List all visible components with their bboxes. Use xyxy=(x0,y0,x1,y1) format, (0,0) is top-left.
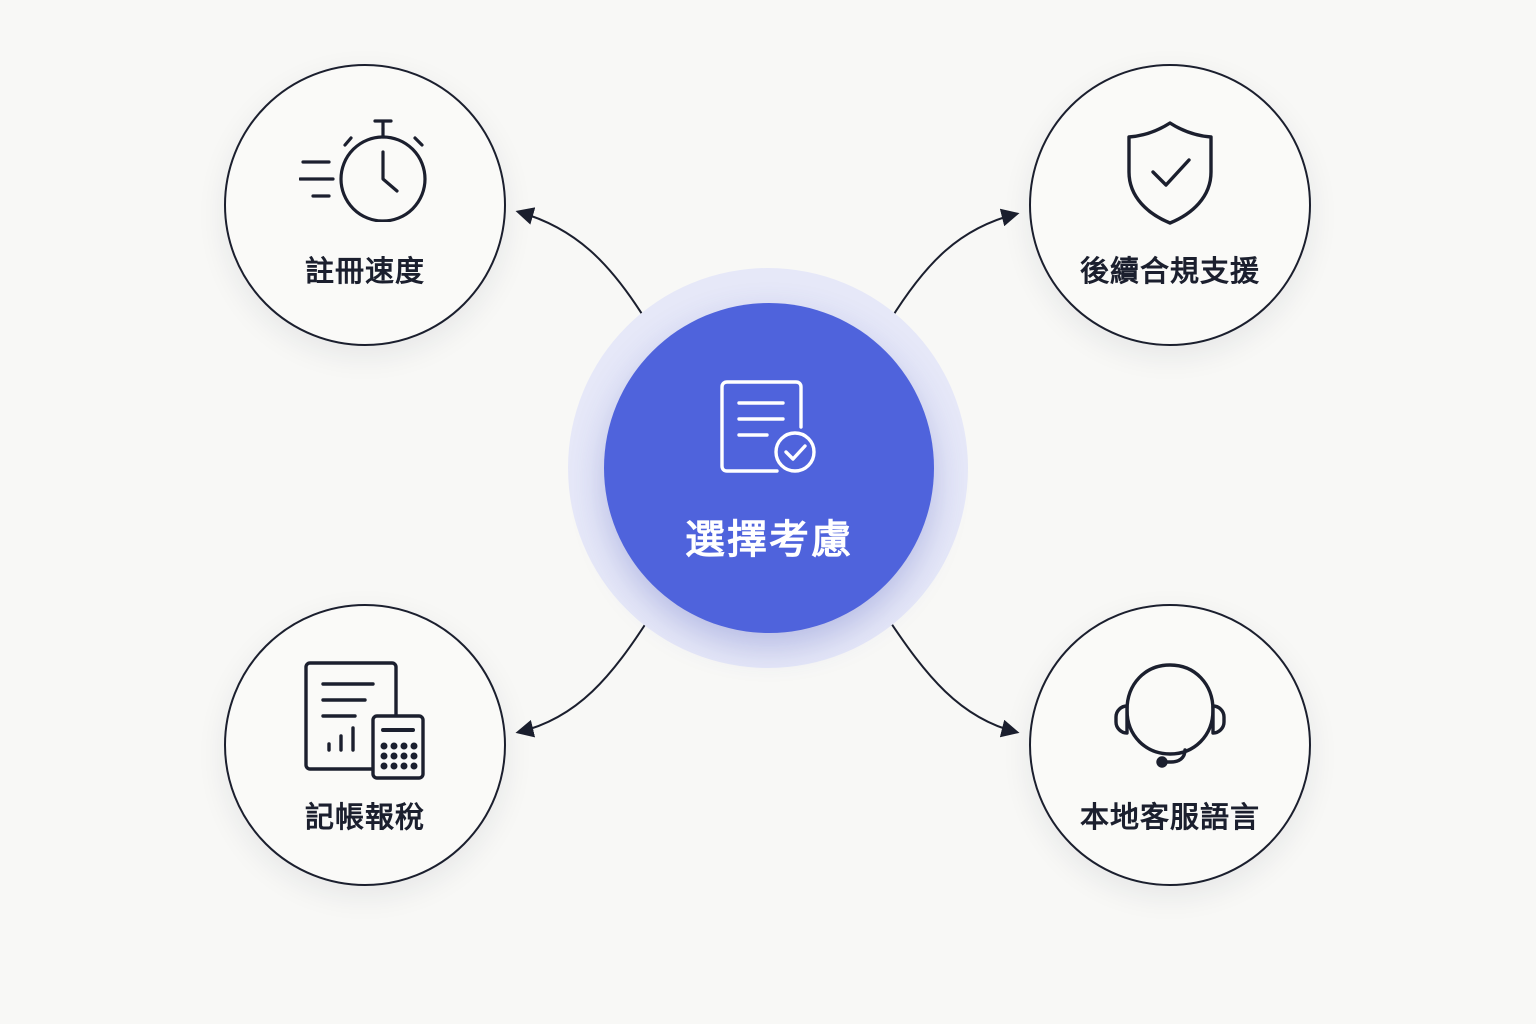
node-label: 記帳報稅 xyxy=(304,800,425,834)
node-registration-speed: 註冊速度 xyxy=(224,64,506,346)
report-calculator-icon xyxy=(303,660,427,784)
headset-icon xyxy=(1113,660,1227,776)
arrow-to-compliance-support xyxy=(888,208,1020,323)
arrow-to-registration-speed xyxy=(515,207,648,323)
node-bookkeeping-tax: 記帳報稅 xyxy=(224,604,506,886)
node-label: 後續合規支援 xyxy=(1079,254,1260,288)
arrow-to-local-service-language xyxy=(886,616,1020,738)
arrow-to-bookkeeping-tax xyxy=(515,616,651,738)
node-compliance-support: 後續合規支援 xyxy=(1029,64,1311,346)
center-hub: 選擇考慮 xyxy=(604,303,934,633)
shield-check-icon xyxy=(1126,120,1214,230)
node-local-service-language: 本地客服語言 xyxy=(1029,604,1311,886)
node-label: 註冊速度 xyxy=(304,254,425,288)
node-label: 本地客服語言 xyxy=(1079,800,1260,834)
stopwatch-icon xyxy=(298,118,431,226)
center-hub-label: 選擇考慮 xyxy=(685,517,853,563)
document-check-icon xyxy=(719,379,819,479)
